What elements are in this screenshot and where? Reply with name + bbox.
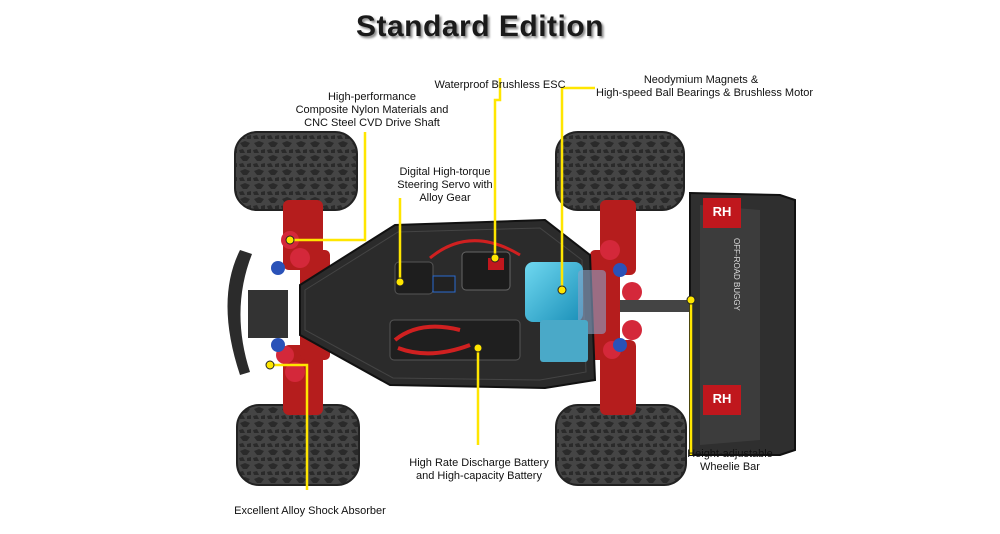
callout-materials: High-performance Composite Nylon Materia… <box>295 91 449 129</box>
callout-wheelie: Height-adjustable Wheelie Bar <box>687 448 773 473</box>
badge-top-text: RH <box>712 204 732 219</box>
callout-servo: Digital High-torque Steering Servo with … <box>397 166 493 204</box>
tire-front-right <box>236 404 360 486</box>
blue-shock-caps <box>271 261 627 352</box>
callout-battery: High Rate Discharge Battery and High-cap… <box>409 457 549 482</box>
badge-top <box>703 198 741 228</box>
front-bumper-mount <box>248 290 288 338</box>
badge-bottom-text: RH <box>712 391 732 406</box>
page-title: Standard Edition <box>356 10 604 43</box>
wing-brand-text: OFF-ROAD BUGGY <box>732 238 741 311</box>
brushless-esc <box>461 251 511 291</box>
callout-esc: Waterproof Brushless ESC <box>434 79 566 91</box>
callout-lines <box>270 78 693 490</box>
chassis <box>299 218 597 390</box>
badge-bottom <box>703 385 741 415</box>
battery-pack <box>389 319 521 361</box>
tire-front-left <box>234 131 358 211</box>
tire-rear-left <box>555 131 685 211</box>
callout-shock: Excellent Alloy Shock Absorber <box>234 505 386 517</box>
tire-rear-right <box>555 404 687 486</box>
front-bumper <box>227 250 252 375</box>
callout-motor: Neodymium Magnets & High-speed Ball Bear… <box>596 74 814 99</box>
callout-dots <box>265 235 696 370</box>
brushless-motor <box>525 262 583 322</box>
